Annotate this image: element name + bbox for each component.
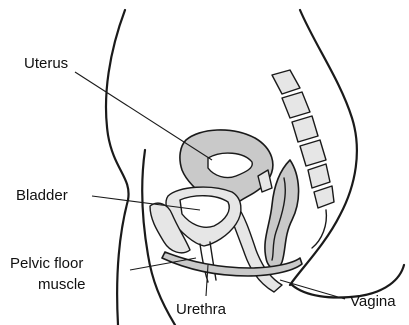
label-pelvic-floor-line1: Pelvic floor <box>10 255 83 272</box>
abdomen-outline <box>106 10 129 325</box>
vagina-leader <box>280 280 345 299</box>
label-bladder: Bladder <box>16 187 68 204</box>
label-uterus: Uterus <box>24 55 68 72</box>
label-urethra: Urethra <box>176 301 227 318</box>
label-pelvic-floor-line2: muscle <box>38 276 86 293</box>
label-vagina: Vagina <box>350 293 396 310</box>
uterus-leader <box>75 72 212 160</box>
